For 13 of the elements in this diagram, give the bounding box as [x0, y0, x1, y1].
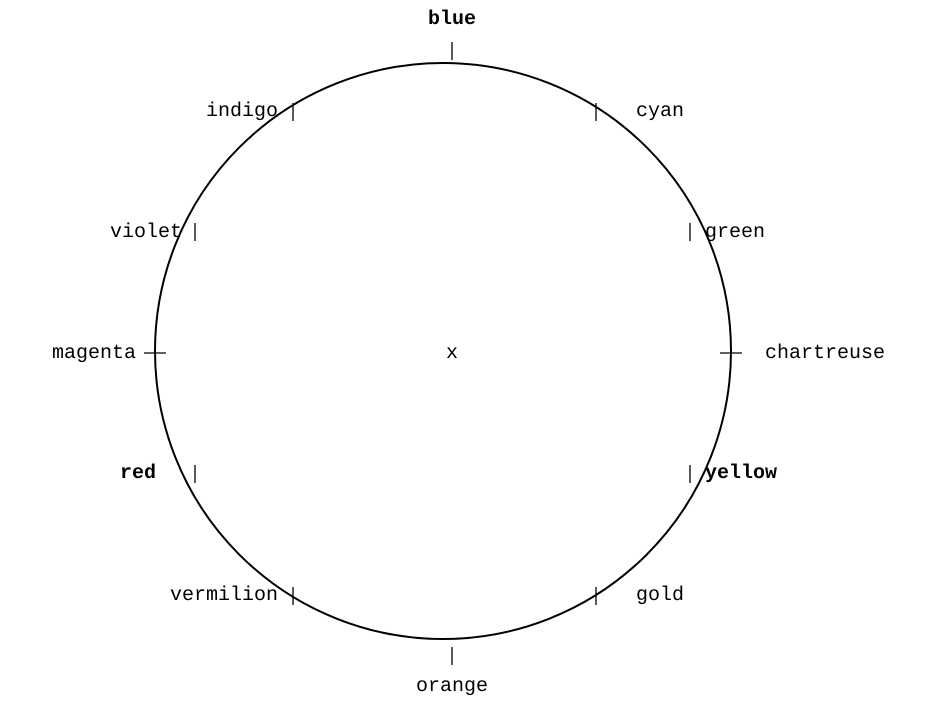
hue-label: gold	[636, 584, 684, 608]
hue-label: red	[120, 462, 156, 486]
hue-label: yellow	[705, 462, 778, 486]
hue-label: cyan	[636, 100, 684, 124]
hue-label: indigo	[206, 100, 278, 124]
hue-label: vermilion	[170, 584, 278, 608]
hue-label: chartreuse	[765, 342, 886, 366]
hue-label: magenta	[52, 342, 136, 366]
hue-label: orange	[416, 675, 488, 699]
hue-label: violet	[110, 221, 182, 245]
hue-label: blue	[428, 8, 476, 32]
center-mark: x	[446, 342, 458, 366]
hue-label: green	[705, 221, 766, 245]
